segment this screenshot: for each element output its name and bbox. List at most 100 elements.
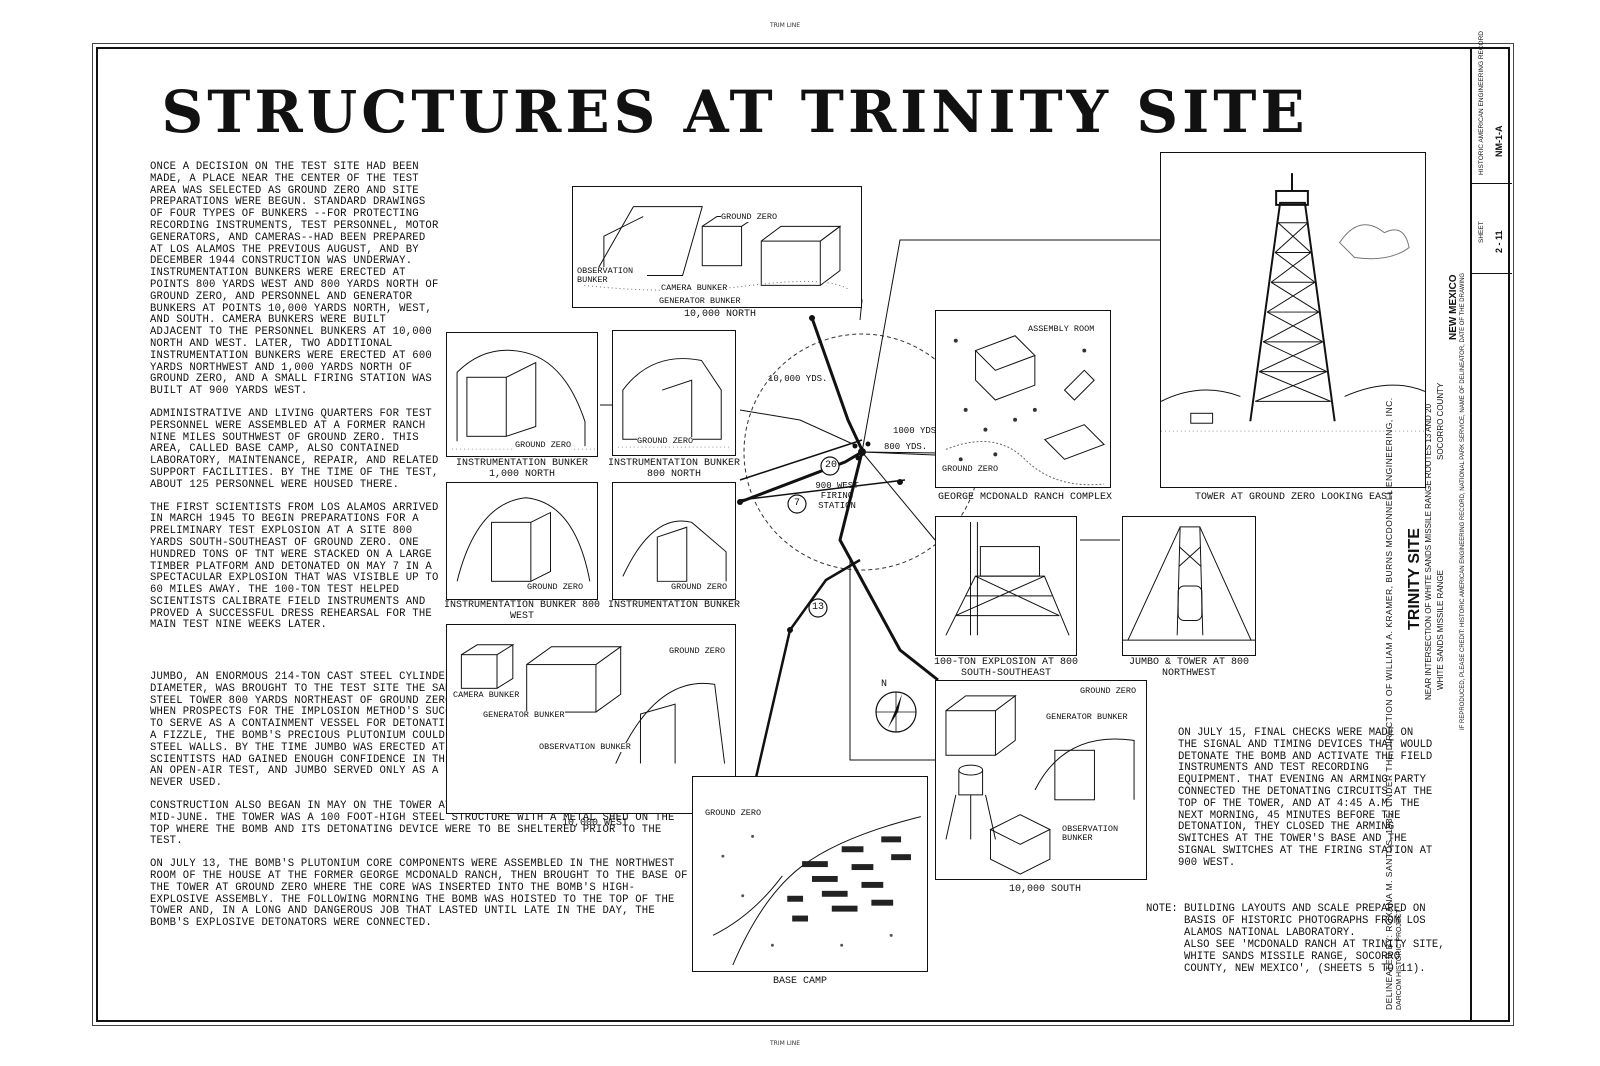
- panel-10000-south: GROUND ZERO GENERATOR BUNKER OBSERVATION…: [935, 680, 1147, 880]
- yds-1000-label: 1000 YDS.: [893, 426, 942, 436]
- panel-100-ton: [935, 516, 1077, 656]
- panel-instr: GROUND ZERO: [612, 482, 736, 600]
- title-block: HISTORIC AMERICAN ENGINEERING RECORD NM-…: [1470, 31, 1512, 1022]
- site-range: WHITE SANDS MISSILE RANGE: [1436, 569, 1445, 690]
- body-text-upper: Once a decision on the test site had bee…: [150, 161, 442, 643]
- panel-10000-west: GROUND ZERO CAMERA BUNKER GENERATOR BUNK…: [446, 624, 736, 814]
- label-camera-bunker: CAMERA BUNKER: [661, 283, 728, 293]
- caption-base-camp: BASE CAMP: [772, 976, 827, 987]
- paragraph-tower: Construction also began in May on the to…: [150, 799, 688, 848]
- road-north: [810, 317, 864, 451]
- label-observation-bunker: OBSERVATION BUNKER: [539, 742, 631, 752]
- route-13-marker: [808, 598, 828, 618]
- panel-10000-north: GROUND ZERO OBSERVATION BUNKER CAMERA BU…: [572, 186, 862, 308]
- delineator-credit: DELINEATED BY: ROXANA M. SANTOS, 1985, U…: [1384, 397, 1394, 1010]
- road-south: [838, 451, 939, 682]
- sheet-title: STRUCTURES AT TRINITY SITE: [161, 78, 1309, 146]
- route-20-label: 20: [825, 460, 838, 471]
- label-camera-bunker: CAMERA BUNKER: [453, 690, 520, 700]
- leader-tower: [861, 239, 1160, 453]
- route-7-marker: [787, 494, 807, 514]
- road-west-2: [739, 439, 863, 481]
- caption-100-ton: 100-TON EXPLOSION AT 800 SOUTH-SOUTHEAST: [933, 657, 1079, 679]
- caption-instr-800-west: INSTRUMENTATION BUNKER 800 WEST: [443, 600, 601, 622]
- sheet-border: [96, 47, 1510, 1022]
- caption-mcdonald-ranch: GEORGE McDONALD RANCH COMPLEX: [937, 492, 1113, 503]
- instr-bunker-sketch: [622, 520, 727, 582]
- ranch-sketch: [945, 328, 1105, 486]
- yds-800-label: 800 YDS.: [884, 442, 928, 452]
- north-label: N: [881, 679, 888, 690]
- label-ground-zero: GROUND ZERO: [942, 464, 999, 474]
- site-state: NEW MEXICO: [1448, 274, 1459, 340]
- panel-instr-800-west: GROUND ZERO: [446, 482, 598, 600]
- caption-instr-1000-north: INSTRUMENTATION BUNKER 1,000 NORTH: [455, 458, 589, 480]
- label-observation-bunker: OBSERVATION BUNKER: [1062, 825, 1136, 843]
- route-13-label: 13: [812, 602, 825, 613]
- road-west: [739, 479, 906, 501]
- bunkers-south-sketch: [945, 694, 1135, 875]
- road-route-7: [739, 450, 863, 504]
- explosion-platform-sketch: [945, 521, 1070, 636]
- leader-explosion: [861, 451, 936, 541]
- label-assembly-room: ASSEMBLY ROOM: [1028, 324, 1095, 334]
- bunkers-north-sketch: [584, 206, 851, 291]
- site-map: [600, 239, 1160, 796]
- caption-instr: INSTRUMENTATION BUNKER: [607, 600, 741, 611]
- note-label: NOTE:: [1146, 903, 1178, 915]
- label-ground-zero: GROUND ZERO: [669, 646, 726, 656]
- road-route-13: [750, 558, 861, 796]
- trim-line-top: TRIM LINE: [770, 22, 801, 29]
- panel-instr-800-north: GROUND ZERO: [612, 330, 736, 456]
- panel-mcdonald-ranch: ASSEMBLY ROOM GROUND ZERO: [935, 310, 1111, 488]
- label-ground-zero: GROUND ZERO: [1080, 686, 1137, 696]
- panel-base-camp: GROUND ZERO: [692, 776, 928, 972]
- label-ground-zero: GROUND ZERO: [515, 440, 572, 450]
- label-ground-zero: GROUND ZERO: [721, 212, 778, 222]
- jumbo-tower-sketch: [1123, 526, 1255, 641]
- title-block-sheet: SHEET 2 - 11: [1472, 183, 1512, 274]
- site-county: SOCORRO COUNTY: [1436, 382, 1445, 460]
- outer-border: [92, 43, 1514, 1026]
- label-ground-zero: GROUND ZERO: [527, 582, 584, 592]
- label-ground-zero: GROUND ZERO: [671, 582, 728, 592]
- caption-10000-west: 10,000 WEST: [561, 818, 628, 829]
- label-generator-bunker: GENERATOR BUNKER: [1046, 712, 1128, 722]
- leader-south: [849, 560, 935, 761]
- instr-bunker-sketch: [617, 358, 732, 448]
- paragraph-core: On July 13, the bomb's plutonium core co…: [150, 858, 688, 930]
- caption-10000-south: 10,000 SOUTH: [1008, 884, 1081, 895]
- caption-jumbo: JUMBO & TOWER AT 800 NORTHWEST: [1128, 657, 1250, 679]
- paragraph-bunkers: Once a decision on the test site had bee…: [150, 161, 439, 398]
- panel-tower: [1160, 152, 1426, 488]
- sheet-number: 2 - 11: [1494, 230, 1504, 253]
- panel-instr-1000-north: GROUND ZERO: [446, 332, 598, 457]
- label-generator-bunker: GENERATOR BUNKER: [659, 296, 741, 306]
- paragraph-100-ton: The first scientists from Los Alamos arr…: [150, 501, 439, 632]
- note-line-1: Building layouts and scale prepared on b…: [1184, 903, 1426, 939]
- reproduction-credit: IF REPRODUCED, PLEASE CREDIT: HISTORIC A…: [1460, 272, 1466, 730]
- label-ground-zero: GROUND ZERO: [705, 808, 762, 818]
- trim-line-bottom: TRIM LINE: [770, 1040, 801, 1047]
- body-text-lower: Jumbo, an enormous 214-ton cast steel cy…: [150, 671, 690, 941]
- site-name: TRINITY SITE: [1406, 528, 1423, 630]
- tower-sketch: [1161, 173, 1425, 432]
- note-line-2: Also see 'McDonald Ranch at Trinity Site…: [1184, 939, 1445, 975]
- sheet-label: SHEET: [1478, 221, 1485, 243]
- caption-tower: TOWER AT GROUND ZERO LOOKING EAST: [1194, 492, 1394, 503]
- project-name: DARCOM HISTORIC PROJECT: [1396, 909, 1403, 1010]
- paragraph-final-checks: On July 15, final checks were made on th…: [1178, 727, 1433, 869]
- label-ground-zero: GROUND ZERO: [637, 436, 694, 446]
- firing-station-label: 900 WEST FIRING STATION: [815, 481, 859, 511]
- record-number: NM-1-A: [1494, 125, 1504, 158]
- radius-label: 10,000 YDS.: [768, 374, 828, 384]
- caption-instr-800-north: INSTRUMENTATION BUNKER 800 NORTH: [607, 458, 741, 480]
- paragraph-base-camp: Administrative and living quarters for t…: [150, 407, 439, 491]
- instr-bunker-sketch: [456, 497, 591, 582]
- base-camp-sketch: [712, 816, 921, 966]
- paragraph-jumbo: Jumbo, an enormous 214-ton cast steel cy…: [150, 671, 636, 790]
- label-observation-bunker: OBSERVATION BUNKER: [577, 267, 647, 285]
- site-location: NEAR INTERSECTION OF WHITE SANDS MISSILE…: [1424, 403, 1433, 700]
- title-block-record: HISTORIC AMERICAN ENGINEERING RECORD NM-…: [1472, 31, 1512, 184]
- panel-jumbo: [1122, 516, 1256, 656]
